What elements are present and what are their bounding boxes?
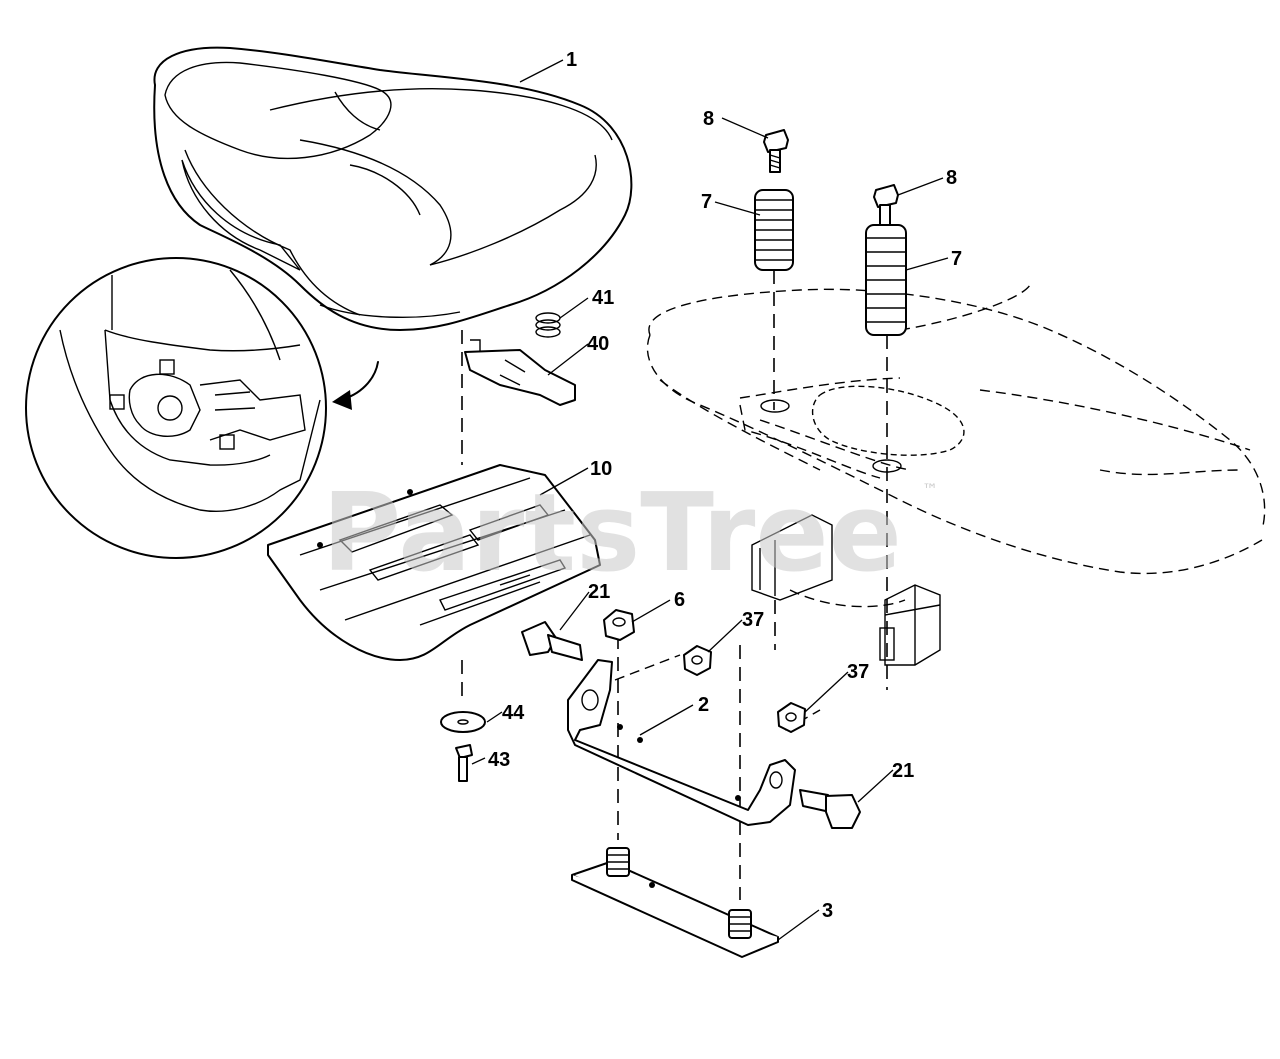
- bolt-43: [455, 744, 473, 782]
- callout-2: 2: [698, 694, 709, 716]
- callout-8: 8: [703, 108, 714, 130]
- nut-37-lower: [777, 702, 806, 733]
- callout-37: 37: [847, 661, 869, 683]
- spring-7-right: [865, 224, 907, 336]
- detail-inset: [25, 257, 379, 559]
- base-plate: [571, 847, 779, 958]
- bolt-8-left: [763, 129, 789, 173]
- callout-44: 44: [502, 702, 525, 724]
- watermark-trademark: ™: [922, 480, 938, 499]
- watermark-text: PartsTree: [322, 471, 902, 596]
- callout-21: 21: [892, 760, 914, 782]
- callout-8: 8: [946, 167, 957, 189]
- callout-43: 43: [488, 749, 510, 771]
- leader-lines: [471, 59, 949, 941]
- callout-40: 40: [587, 333, 609, 355]
- callout-21: 21: [588, 581, 610, 603]
- callout-37: 37: [742, 609, 764, 631]
- bolt-21-right: [799, 789, 861, 829]
- bolt-21-left: [521, 621, 583, 661]
- callout-1: 1: [566, 49, 577, 71]
- seat-pan: [267, 464, 601, 661]
- spring-7-left: [754, 189, 794, 271]
- nut-6: [603, 609, 635, 641]
- washer-44: [440, 711, 486, 733]
- callout-41: 41: [592, 287, 614, 309]
- callout-10: 10: [590, 458, 612, 480]
- nut-37-upper: [683, 645, 712, 676]
- bolt-8-right: [873, 184, 899, 228]
- fender-outline: [646, 284, 1266, 666]
- callout-7: 7: [701, 191, 712, 213]
- seat-latch: [464, 339, 576, 406]
- pivot-bracket: [567, 659, 796, 826]
- callout-6: 6: [674, 589, 685, 611]
- seat-assembly: [153, 46, 633, 331]
- spring-41: [535, 312, 561, 338]
- callout-3: 3: [822, 900, 833, 922]
- callout-7: 7: [951, 248, 962, 270]
